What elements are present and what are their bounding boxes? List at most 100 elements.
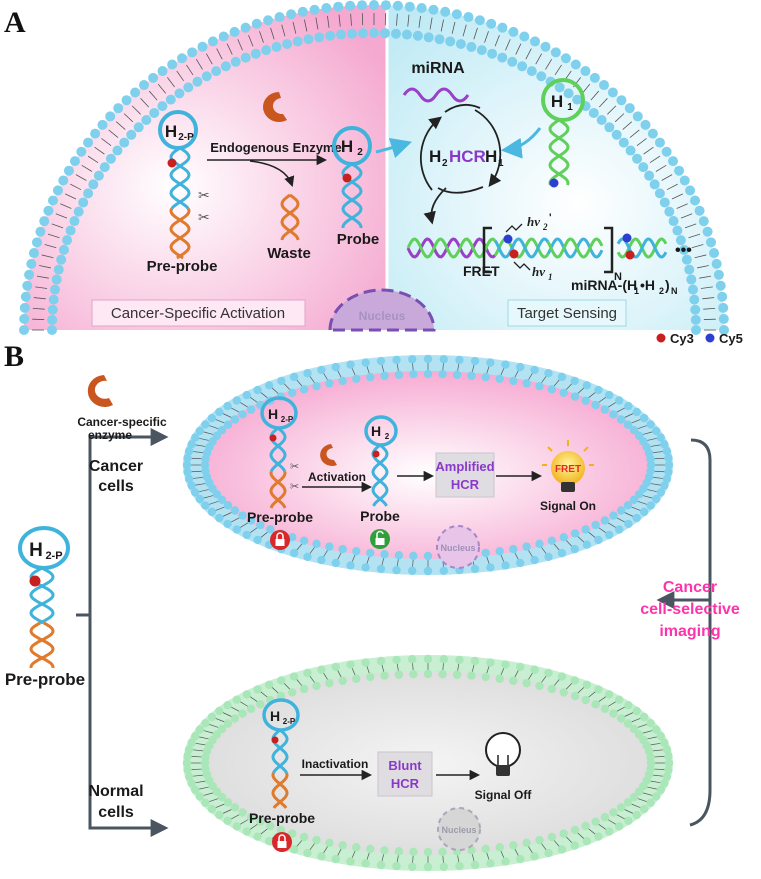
svg-text:1: 1 (634, 286, 639, 296)
svg-text:2: 2 (659, 286, 664, 296)
svg-text:': ' (549, 212, 552, 224)
mirna-strand (402, 87, 470, 103)
svg-text:H: H (268, 406, 278, 422)
svg-text:HCR: HCR (391, 776, 420, 791)
hcr-product: N ••• hv 2 ' hv 1 FRET miRNA-(H 1 •H 2 )… (406, 212, 692, 296)
cancer-cell (182, 354, 674, 576)
svg-text:Cy3: Cy3 (670, 331, 694, 346)
result-label-2: cell-selective (640, 601, 740, 618)
normal-cells-label-2: cells (98, 804, 134, 821)
left-pre-probe-label: Pre-probe (5, 670, 85, 689)
normal-cells-label-1: Normal (88, 783, 143, 800)
svg-text:Waste: Waste (267, 245, 311, 262)
svg-text:•H: •H (640, 277, 655, 293)
bulb-off-icon (485, 732, 521, 776)
lock-closed-icon (272, 832, 292, 852)
cancer-activation-label: Cancer-Specific Activation (111, 305, 285, 322)
waste-arrow (249, 160, 295, 187)
svg-text:1: 1 (567, 102, 573, 113)
nucleus-a: Nucleus (328, 288, 436, 332)
svg-text:Amplified: Amplified (435, 459, 494, 474)
cancer-enzyme-icon (87, 375, 113, 407)
target-sensing-box: Target Sensing (507, 299, 627, 327)
target-sensing-label: Target Sensing (517, 305, 617, 322)
waste-strand: Waste (267, 193, 311, 262)
enzyme-icon (263, 92, 287, 122)
cy3-dot (167, 158, 177, 168)
svg-text:1: 1 (548, 272, 553, 282)
left-pre-probe: H 2-P Pre-probe (5, 526, 85, 689)
panel-a-letter: A (4, 6, 26, 39)
svg-text:Blunt: Blunt (388, 758, 422, 773)
cy3-legend-dot (656, 333, 666, 343)
membrane-bilayer-normal (182, 654, 674, 872)
probe-label-a: Probe (337, 231, 380, 248)
svg-text:2-P: 2-P (178, 132, 194, 143)
signal-on-label: Signal On (540, 499, 596, 513)
pre-probe-label-a: Pre-probe (147, 258, 218, 275)
svg-text:H: H (429, 147, 441, 166)
probe-a: H 2 Probe (332, 126, 380, 248)
svg-text:Pre-probe: Pre-probe (247, 509, 313, 525)
lock-closed-icon (270, 530, 290, 550)
endogenous-enzyme-label: Endogenous Enzyme (210, 140, 341, 155)
svg-text:H: H (371, 423, 381, 439)
svg-text:FRET: FRET (555, 464, 581, 475)
svg-text:H: H (29, 540, 43, 561)
result-label-3: imaging (659, 623, 720, 640)
scissors-icon: ✂ (198, 209, 210, 225)
inactivation-label: Inactivation (302, 757, 369, 771)
mirna-label: miRNA (411, 60, 465, 77)
svg-text:H: H (485, 147, 497, 166)
svg-text:2-P: 2-P (283, 717, 296, 726)
svg-text:2: 2 (542, 222, 548, 232)
panel-b-letter: B (4, 340, 24, 373)
cancer-activation-box: Cancer-Specific Activation (91, 299, 306, 327)
merge-arrows (656, 438, 712, 827)
svg-text:H: H (270, 708, 280, 724)
svg-text:H: H (551, 92, 563, 111)
enzyme-label-1: Cancer-specific (77, 415, 167, 429)
pre-probe-a: H 2-P ✂ ✂ Pre-probe (147, 110, 218, 275)
svg-text:HCR: HCR (451, 477, 480, 492)
h1-hairpin: H 1 (541, 78, 585, 188)
svg-text:Nucleus: Nucleus (441, 825, 476, 835)
legend: Cy3 Cy5 (656, 331, 743, 346)
svg-text:2: 2 (385, 432, 390, 441)
svg-text:2: 2 (357, 147, 363, 158)
cancer-pre-probe: H 2-P ✂ ✂ Pre-probe (247, 396, 313, 550)
scissors-icon: ✂ (290, 461, 299, 473)
svg-text:2-P: 2-P (281, 415, 294, 424)
hcr-cycle: H 2 HCR H 1 (419, 103, 504, 225)
blunt-hcr-box: Blunt HCR (377, 751, 433, 797)
continuation-dots: ••• (675, 242, 692, 259)
svg-text:Cy5: Cy5 (719, 331, 743, 346)
signal-off-label: Signal Off (475, 788, 533, 802)
scissors-icon: ✂ (290, 481, 299, 493)
bulb-on-icon: FRET (542, 440, 594, 492)
branch-arrows (76, 428, 169, 837)
nucleus-cancer: Nucleus (436, 525, 480, 569)
svg-text:Probe: Probe (360, 508, 400, 524)
svg-text:hv: hv (532, 264, 545, 279)
svg-text:Pre-probe: Pre-probe (249, 810, 315, 826)
svg-text:N: N (614, 271, 622, 283)
svg-text:1: 1 (498, 158, 504, 169)
h1-to-cycle-arrow (500, 127, 542, 159)
svg-text:): ) (665, 277, 670, 293)
svg-text:2-P: 2-P (45, 550, 62, 562)
membrane-bilayer-a (19, 0, 729, 335)
amplified-hcr-box: Amplified HCR (435, 452, 495, 498)
cancer-cells-label-2: cells (98, 478, 134, 495)
svg-text:FRET: FRET (463, 263, 500, 279)
result-label-1: Cancer (663, 579, 717, 596)
activation-label: Activation (308, 470, 366, 484)
svg-text:Nucleus: Nucleus (440, 543, 475, 553)
svg-text:H: H (165, 122, 177, 141)
svg-text:hv: hv (527, 214, 540, 229)
cancer-activation-enzyme-icon (320, 444, 337, 466)
svg-text:H: H (341, 137, 353, 156)
probe-to-cycle-arrow (375, 137, 413, 159)
cancer-cells-label-1: Cancer (89, 458, 143, 475)
